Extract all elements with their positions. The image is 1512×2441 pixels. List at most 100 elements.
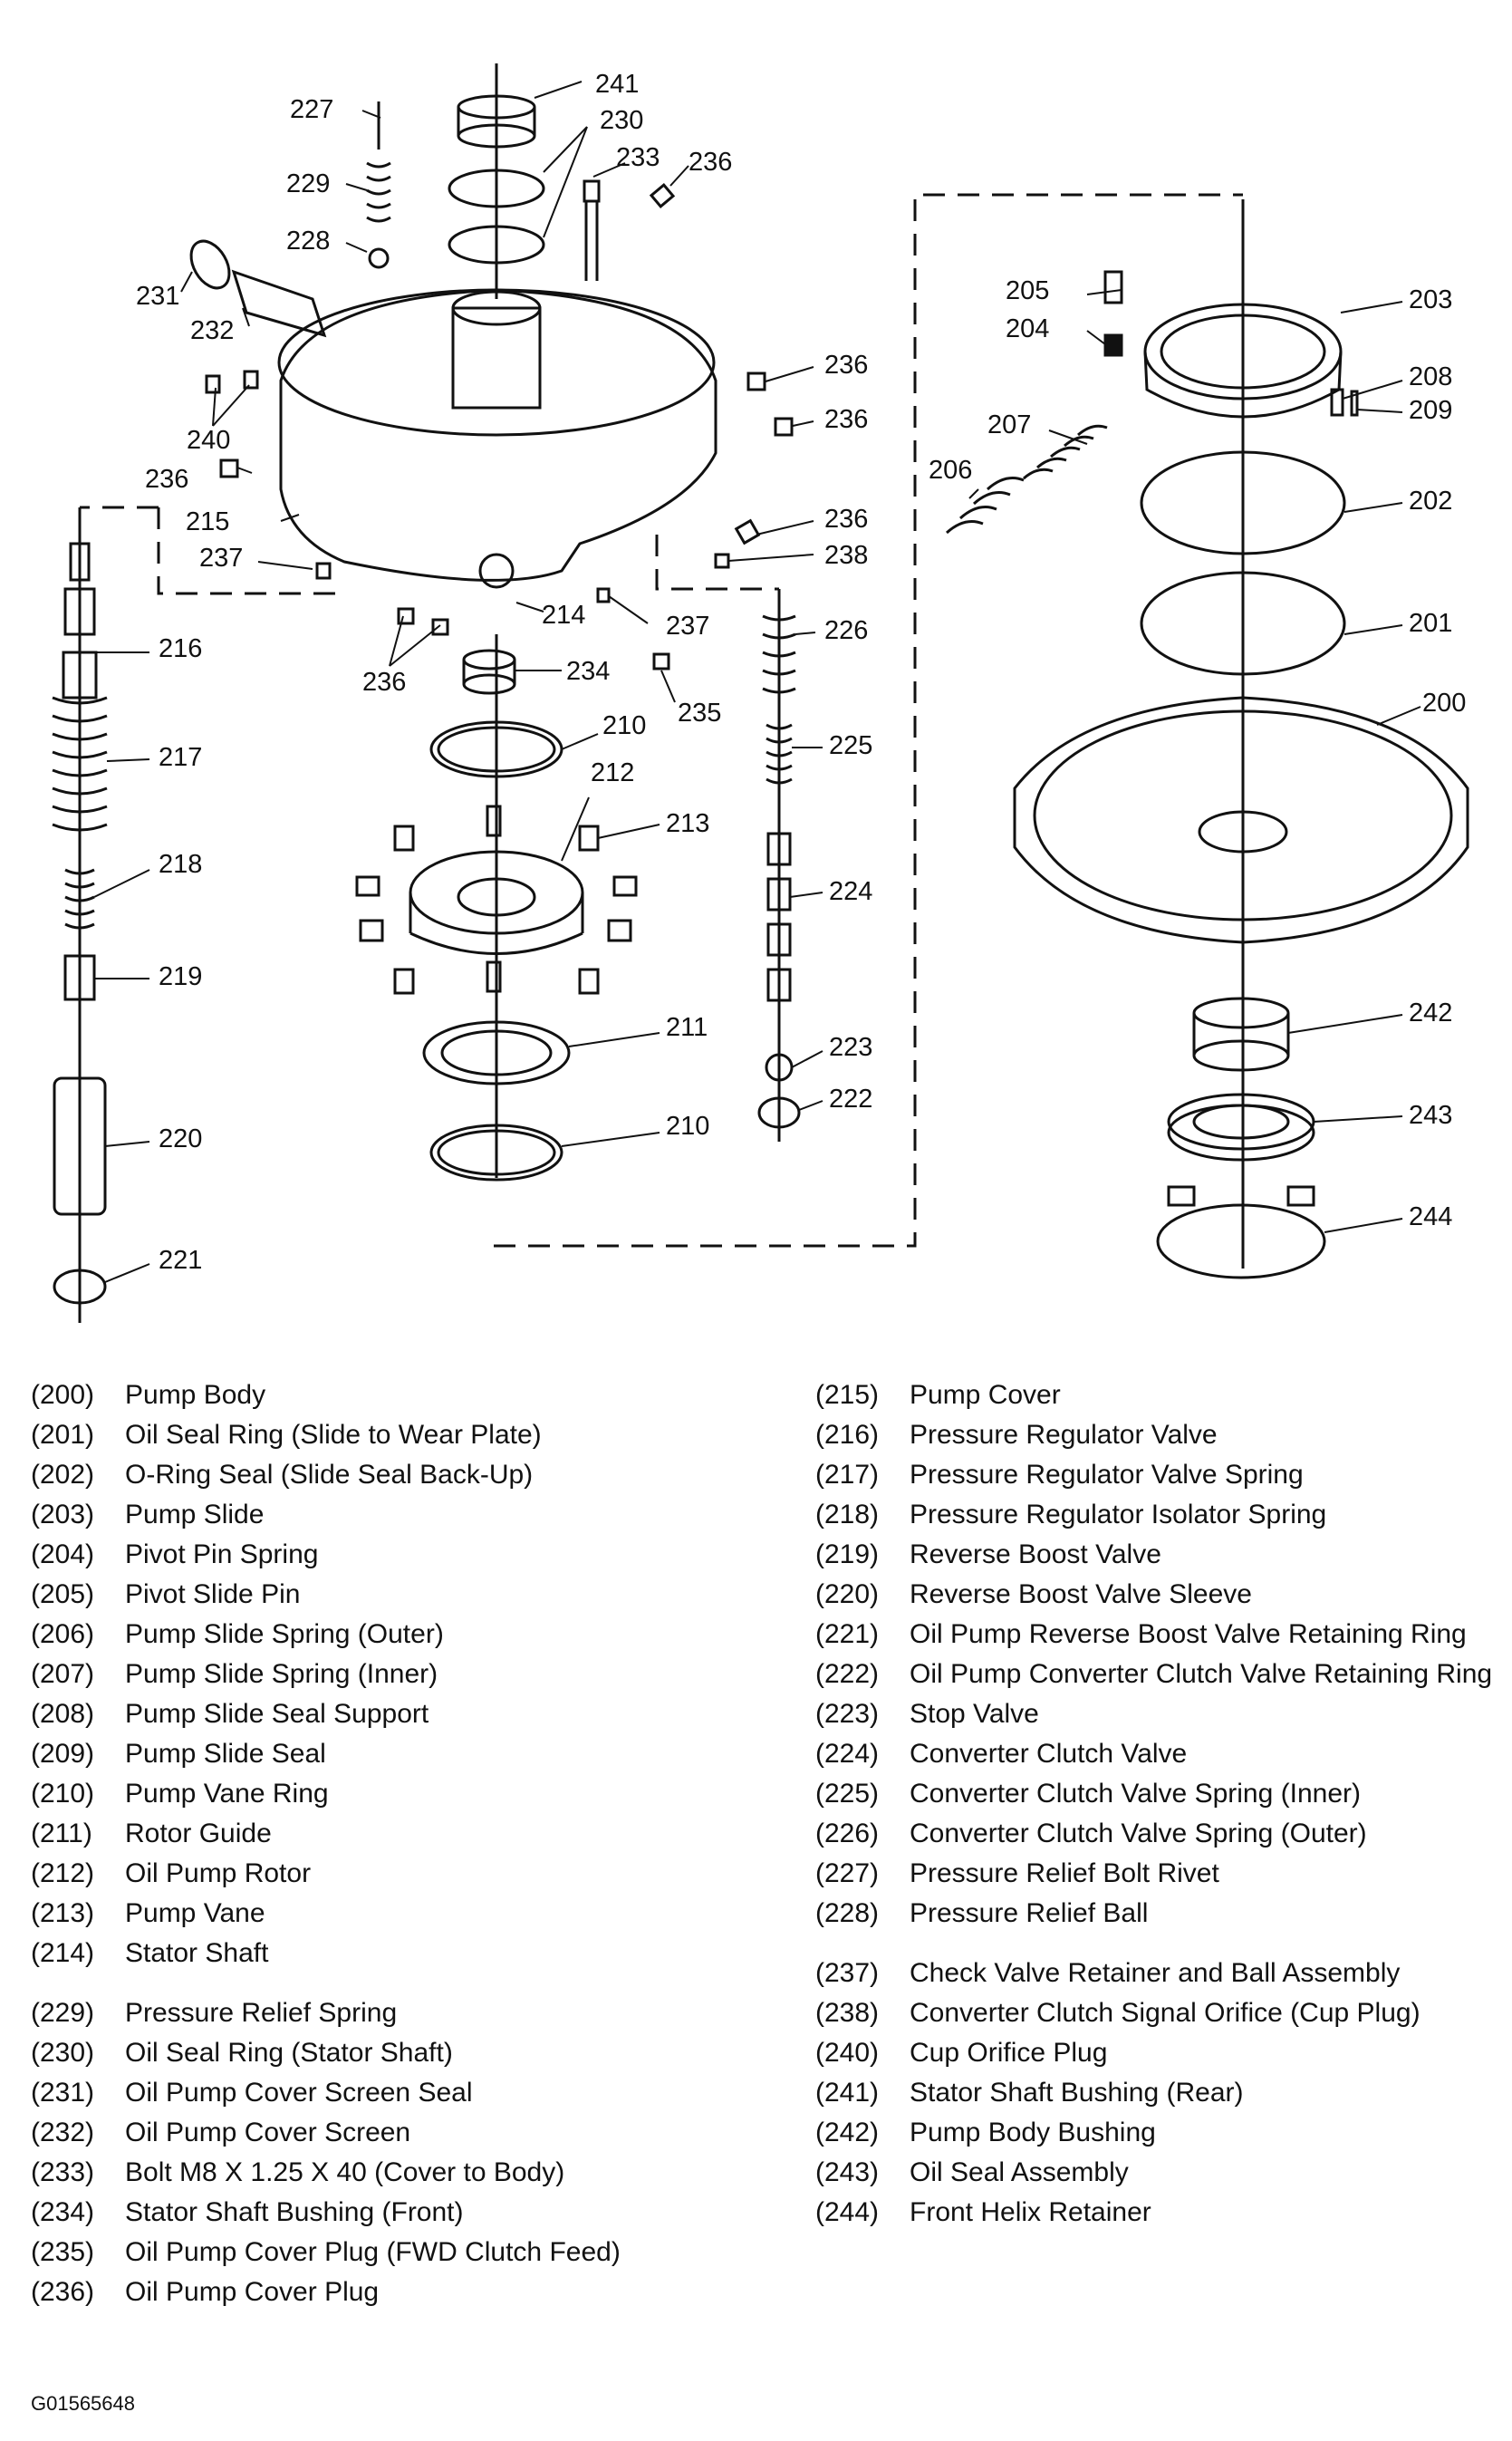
legend-item-label: Reverse Boost Valve Sleeve xyxy=(910,1579,1252,1609)
legend-item-number: (213) xyxy=(31,1898,95,1928)
callout-label: 218 xyxy=(159,850,202,879)
legend-item: (223)Stop Valve xyxy=(815,1694,1504,1734)
legend-item: (234)Stator Shaft Bushing (Front) xyxy=(31,2193,792,2233)
legend-item: (218)Pressure Regulator Isolator Spring xyxy=(815,1495,1504,1535)
legend-item-label: Pump Slide Spring (Outer) xyxy=(125,1619,444,1649)
legend-item-number: (240) xyxy=(815,2038,880,2068)
callout-label: 207 xyxy=(987,410,1031,439)
legend-item: (210)Pump Vane Ring xyxy=(31,1774,792,1814)
legend-item-label: Pump Slide xyxy=(125,1500,265,1529)
legend-item-label: Converter Clutch Valve xyxy=(910,1739,1188,1769)
legend-item: (229) Pressure Relief Spring xyxy=(31,1993,792,2033)
callout-label: 241 xyxy=(595,70,639,99)
legend-item-number: (220) xyxy=(815,1579,880,1609)
legend-item-number: (211) xyxy=(31,1819,92,1848)
legend-item-label: Oil Pump Converter Clutch Valve Retainin… xyxy=(910,1659,1493,1689)
callout-label: 202 xyxy=(1409,487,1452,516)
callout-label: 236 xyxy=(824,351,868,380)
parts-legend-left: (200)Pump Body(201)Oil Seal Ring (Slide … xyxy=(31,1375,792,2312)
legend-item-number: (225) xyxy=(815,1779,880,1809)
callout-label: 210 xyxy=(602,711,646,740)
legend-item-number: (217) xyxy=(815,1460,880,1490)
callout-label: 213 xyxy=(666,809,709,838)
legend-item-number: (221) xyxy=(815,1619,880,1649)
legend-item: (220) Reverse Boost Valve Sleeve xyxy=(815,1575,1504,1615)
legend-item-label: Pressure Relief Bolt Rivet xyxy=(910,1858,1219,1888)
legend-item-label: Cup Orifice Plug xyxy=(910,2038,1108,2068)
callout-label: 200 xyxy=(1422,689,1466,718)
callout-label: 215 xyxy=(186,507,229,536)
callout-label: 208 xyxy=(1409,362,1452,391)
callout-label: 212 xyxy=(591,758,634,787)
legend-item-label: Converter Clutch Valve Spring (Outer) xyxy=(910,1819,1367,1848)
legend-item-number: (203) xyxy=(31,1500,95,1529)
legend-item: (237) Check Valve Retainer and Ball Assem… xyxy=(815,1954,1504,1993)
legend-item: (243) Oil Seal Assembly xyxy=(815,2153,1504,2193)
legend-item-label: Oil Seal Assembly xyxy=(910,2157,1129,2187)
legend-item-number: (232) xyxy=(31,2118,95,2147)
legend-item-number: (216) xyxy=(815,1420,880,1450)
legend-item: (205)Pivot Slide Pin xyxy=(31,1575,792,1615)
callout-label: 224 xyxy=(829,877,872,906)
legend-item-label: Pump Body xyxy=(125,1380,266,1410)
callout-label: 236 xyxy=(824,405,868,434)
legend-item-label: Check Valve Retainer and Ball Assembly xyxy=(910,1958,1401,1988)
callout-label: 225 xyxy=(829,731,872,760)
legend-item-label: Stator Shaft Bushing (Rear) xyxy=(910,2078,1244,2108)
legend-item: (240) Cup Orifice Plug xyxy=(815,2033,1504,2073)
legend-item-number: (204) xyxy=(31,1539,95,1569)
legend-item-number: (230) xyxy=(31,2038,95,2068)
legend-item: (235)Oil Pump Cover Plug (FWD Clutch Fee… xyxy=(31,2233,792,2272)
legend-item: (219) Reverse Boost Valve xyxy=(815,1535,1504,1575)
legend-item-label: Reverse Boost Valve xyxy=(910,1539,1161,1569)
legend-item-number: (207) xyxy=(31,1659,95,1689)
legend-item: (238)Converter Clutch Signal Orifice (Cu… xyxy=(815,1993,1504,2033)
legend-item: (222)Oil Pump Converter Clutch Valve Ret… xyxy=(815,1655,1504,1694)
legend-item-number: (243) xyxy=(815,2157,880,2187)
legend-item-number: (231) xyxy=(31,2078,95,2108)
legend-item-label: Oil Pump Cover Plug (FWD Clutch Feed) xyxy=(125,2237,621,2267)
legend-item-number: (229) xyxy=(31,1998,95,2028)
legend-item: (226)Converter Clutch Valve Spring (Oute… xyxy=(815,1814,1504,1854)
callout-label: 206 xyxy=(929,456,972,485)
legend-item: (221) Oil Pump Reverse Boost Valve Retain… xyxy=(815,1615,1504,1655)
figure-code: G01565648 xyxy=(31,2392,135,2415)
legend-item-label: Bolt M8 X 1.25 X 40 (Cover to Body) xyxy=(125,2157,565,2187)
legend-item-label: Stator Shaft xyxy=(125,1938,269,1968)
legend-item-label: Pressure Relief Spring xyxy=(125,1998,398,2028)
legend-item-label: Oil Pump Reverse Boost Valve Retaining R… xyxy=(910,1619,1467,1649)
legend-item: (212)Oil Pump Rotor xyxy=(31,1854,792,1894)
callout-label: 220 xyxy=(159,1124,202,1153)
callout-label: 234 xyxy=(566,657,610,686)
parts-legend-right: (215)Pump Cover(216)Pressure Regulator V… xyxy=(815,1375,1504,2233)
callout-label: 237 xyxy=(666,612,709,641)
callout-label: 236 xyxy=(145,465,188,494)
legend-item-number: (206) xyxy=(31,1619,95,1649)
legend-item: (232)Oil Pump Cover Screen xyxy=(31,2113,792,2153)
legend-item-number: (233) xyxy=(31,2157,95,2187)
callout-label: 244 xyxy=(1409,1202,1452,1231)
legend-item-label: Converter Clutch Valve Spring (Inner) xyxy=(910,1779,1361,1809)
legend-item-number: (219) xyxy=(815,1539,880,1569)
legend-item-label: Pump Slide Spring (Inner) xyxy=(125,1659,438,1689)
legend-item-number: (241) xyxy=(815,2078,880,2108)
legend-item-label: Pressure Relief Ball xyxy=(910,1898,1149,1928)
legend-item: (231) Oil Pump Cover Screen Seal xyxy=(31,2073,792,2113)
legend-item-number: (202) xyxy=(31,1460,95,1490)
legend-item: (216) Pressure Regulator Valve xyxy=(815,1415,1504,1455)
callout-label: 222 xyxy=(829,1085,872,1114)
legend-item-label: Oil Pump Cover Screen Seal xyxy=(125,2078,473,2108)
legend-item-label: Converter Clutch Signal Orifice (Cup Plu… xyxy=(910,1998,1421,2028)
callout-label: 211 xyxy=(666,1013,708,1042)
legend-item: (241) Stator Shaft Bushing (Rear) xyxy=(815,2073,1504,2113)
legend-item: (233) Bolt M8 X 1.25 X 40 (Cover to Body) xyxy=(31,2153,792,2193)
legend-item-number: (237) xyxy=(815,1958,880,1988)
callout-label: 243 xyxy=(1409,1101,1452,1130)
legend-item-label: Pump Slide Seal Support xyxy=(125,1699,429,1729)
callout-label: 221 xyxy=(159,1246,202,1275)
legend-item: (206) Pump Slide Spring (Outer) xyxy=(31,1615,792,1655)
callout-label: 233 xyxy=(616,143,660,172)
legend-item-label: Pump Body Bushing xyxy=(910,2118,1156,2147)
legend-item-label: Pressure Regulator Valve xyxy=(910,1420,1218,1450)
legend-item: (236)Oil Pump Cover Plug xyxy=(31,2272,792,2312)
